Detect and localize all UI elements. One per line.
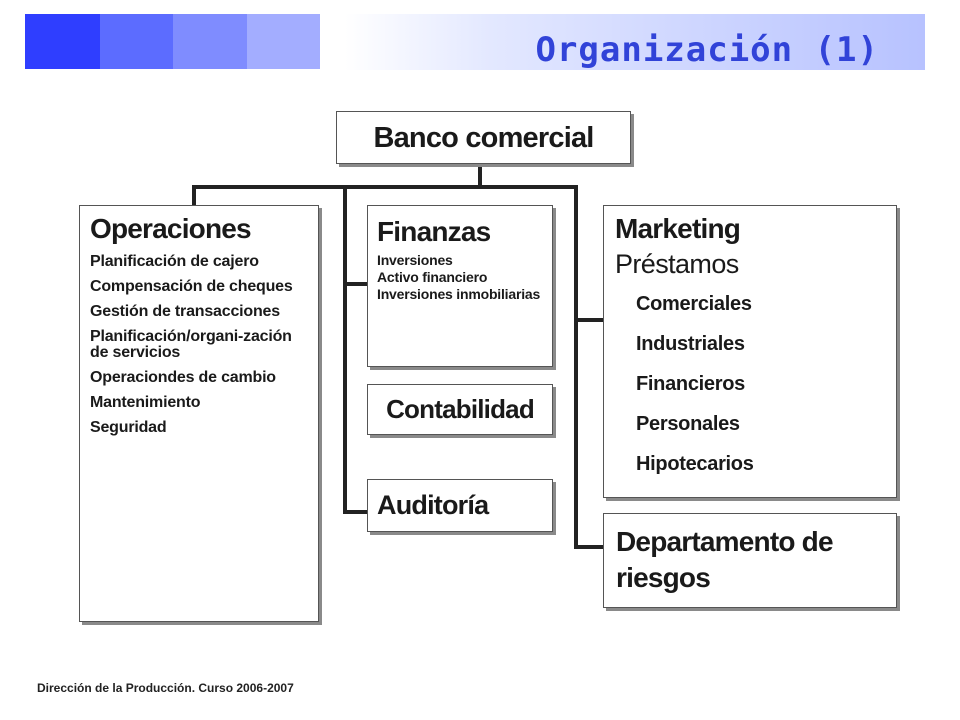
list-item: Comerciales — [636, 293, 752, 315]
node-contabilidad: Contabilidad — [367, 384, 553, 435]
list-item: Inversiones — [377, 252, 453, 268]
node-finanzas-title: Finanzas — [377, 216, 491, 247]
node-banco-comercial-label: Banco comercial — [373, 122, 594, 154]
list-item: Gestión de transacciones — [90, 303, 280, 320]
connector-branch-auditoria — [343, 510, 368, 514]
footer-course-label: Dirección de la Producción. Curso 2006-2… — [37, 681, 294, 695]
list-item: Seguridad — [90, 419, 167, 436]
connector-trunk-marketing — [574, 185, 578, 549]
node-contabilidad-label: Contabilidad — [386, 394, 535, 424]
node-auditoria: Auditoría — [367, 479, 553, 532]
connector-branch-marketing — [574, 318, 604, 322]
header-tile-2 — [100, 14, 173, 69]
node-operaciones: Operaciones Planificación de cajero Comp… — [79, 205, 319, 622]
list-item: Planificación de cajero — [90, 253, 259, 270]
connector-branch-riesgos — [574, 545, 604, 549]
node-riesgos-label: Departamento de riesgos — [616, 526, 834, 593]
list-item: Inversiones inmobiliarias — [377, 286, 541, 302]
node-operaciones-title: Operaciones — [90, 213, 252, 244]
title-band: Organización (1) — [345, 14, 925, 70]
list-item: Mantenimiento — [90, 394, 201, 411]
node-banco-comercial: Banco comercial — [336, 111, 631, 164]
marketing-items: Comerciales Industriales Financieros Per… — [615, 284, 886, 484]
header-tile-3 — [173, 14, 247, 69]
connector-trunk-finanzas — [343, 185, 347, 514]
list-item: Personales — [636, 413, 740, 435]
node-marketing: Marketing Préstamos Comerciales Industri… — [603, 205, 897, 498]
list-item: Industriales — [636, 333, 745, 355]
list-item: Operaciondes de cambio — [90, 369, 276, 386]
node-finanzas: Finanzas Inversiones Activo financiero I… — [367, 205, 553, 367]
operaciones-items: Planificación de cajero Compensación de … — [90, 254, 308, 436]
header-tile-1 — [25, 14, 100, 69]
page-title: Organización (1) — [535, 30, 879, 70]
list-item: Planificación/organi-zación de servicios — [90, 328, 292, 361]
node-riesgos: Departamento de riesgos — [603, 513, 897, 608]
connector-top-bar — [192, 185, 578, 189]
header-tile-4 — [247, 14, 320, 69]
list-item: Hipotecarios — [636, 453, 754, 475]
finanzas-items: Inversiones Activo financiero Inversione… — [377, 252, 544, 303]
node-auditoria-label: Auditoría — [377, 490, 489, 520]
connector-drop-operaciones — [192, 185, 196, 206]
connector-root-stem — [478, 163, 482, 187]
list-item: Activo financiero — [377, 269, 488, 285]
list-item: Compensación de cheques — [90, 278, 293, 295]
list-item: Financieros — [636, 373, 745, 395]
node-marketing-subtitle: Préstamos — [615, 249, 739, 279]
node-marketing-title: Marketing — [615, 213, 741, 244]
connector-branch-finanzas — [343, 282, 368, 286]
